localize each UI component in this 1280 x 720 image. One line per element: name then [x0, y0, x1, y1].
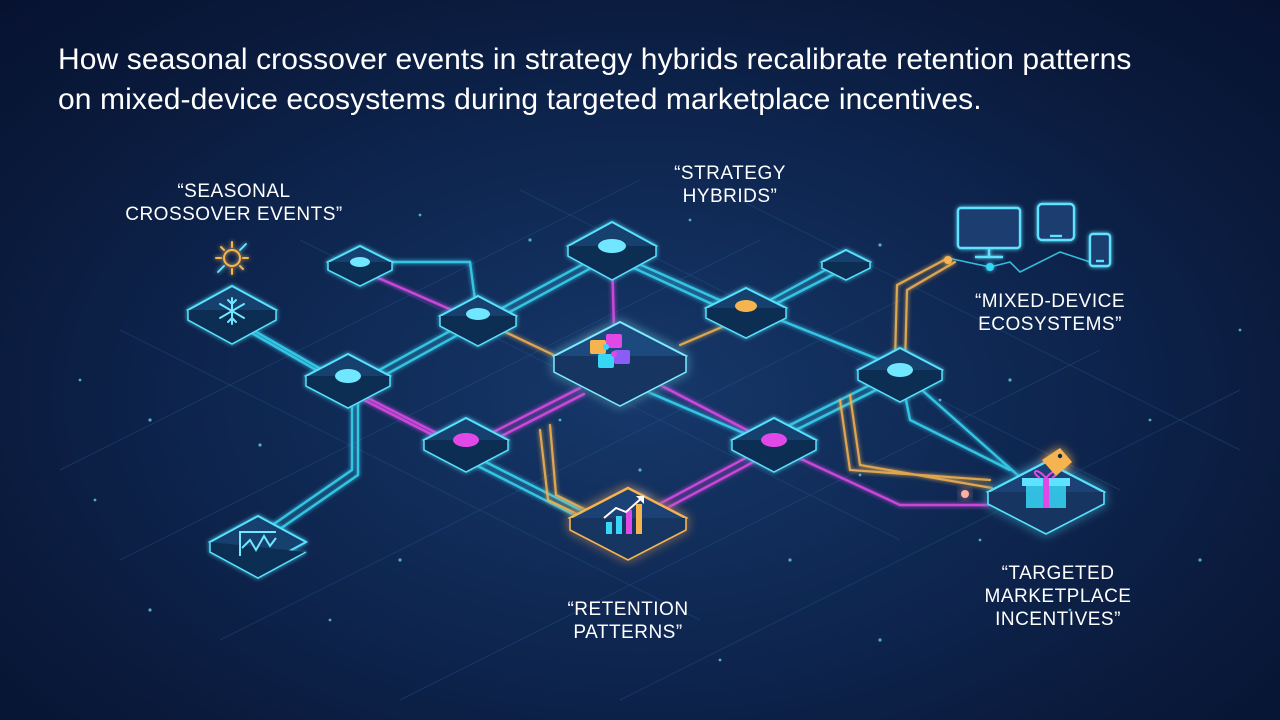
title-line-2: on mixed-device ecosystems during target…	[58, 83, 982, 116]
label-targeted: “TARGETED MARKETPLACE INCENTIVES”	[984, 563, 1132, 630]
title-line-1: How seasonal crossover events in strateg…	[58, 43, 1132, 76]
label-strategy: “STRATEGY HYBRIDS”	[674, 163, 786, 207]
label-retention: “RETENTION PATTERNS”	[567, 599, 689, 643]
devices-group	[956, 202, 1112, 268]
node-center-left[interactable]	[437, 294, 519, 347]
growth-chart-icon	[603, 495, 645, 534]
node-left-middle[interactable]	[303, 352, 393, 409]
tablet-icon	[1036, 202, 1076, 242]
monitor-icon	[956, 206, 1022, 259]
sun-snowflake-icon	[215, 241, 249, 275]
node-magenta-right[interactable]	[729, 416, 819, 473]
node-magenta-left[interactable]	[421, 416, 511, 473]
node-small-top-right[interactable]	[819, 248, 873, 281]
node-strategy[interactable]	[565, 220, 659, 281]
node-incentives[interactable]	[985, 448, 1107, 535]
phone-icon	[1088, 232, 1112, 268]
node-small-top-left[interactable]	[325, 244, 395, 287]
device-connector	[947, 251, 1091, 273]
pulse-chart-icon	[239, 531, 277, 556]
label-mixed-device: “MIXED-DEVICE ECOSYSTEMS”	[974, 291, 1126, 335]
node-retention[interactable]	[567, 486, 689, 561]
node-mixed-device[interactable]	[855, 346, 945, 403]
page-title: How seasonal crossover events in strateg…	[58, 40, 1248, 120]
label-seasonal: “SEASONAL CROSSOVER EVENTS”	[125, 181, 343, 225]
node-hub[interactable]	[551, 320, 689, 407]
gift-tag-icon	[1022, 448, 1072, 508]
puzzle-icon	[590, 334, 630, 368]
glow-dots	[78, 213, 1242, 662]
node-pulse[interactable]	[207, 514, 309, 579]
node-seasonal[interactable]	[185, 284, 279, 345]
node-upper-right[interactable]	[703, 286, 789, 339]
snowflake-icon	[219, 297, 245, 325]
